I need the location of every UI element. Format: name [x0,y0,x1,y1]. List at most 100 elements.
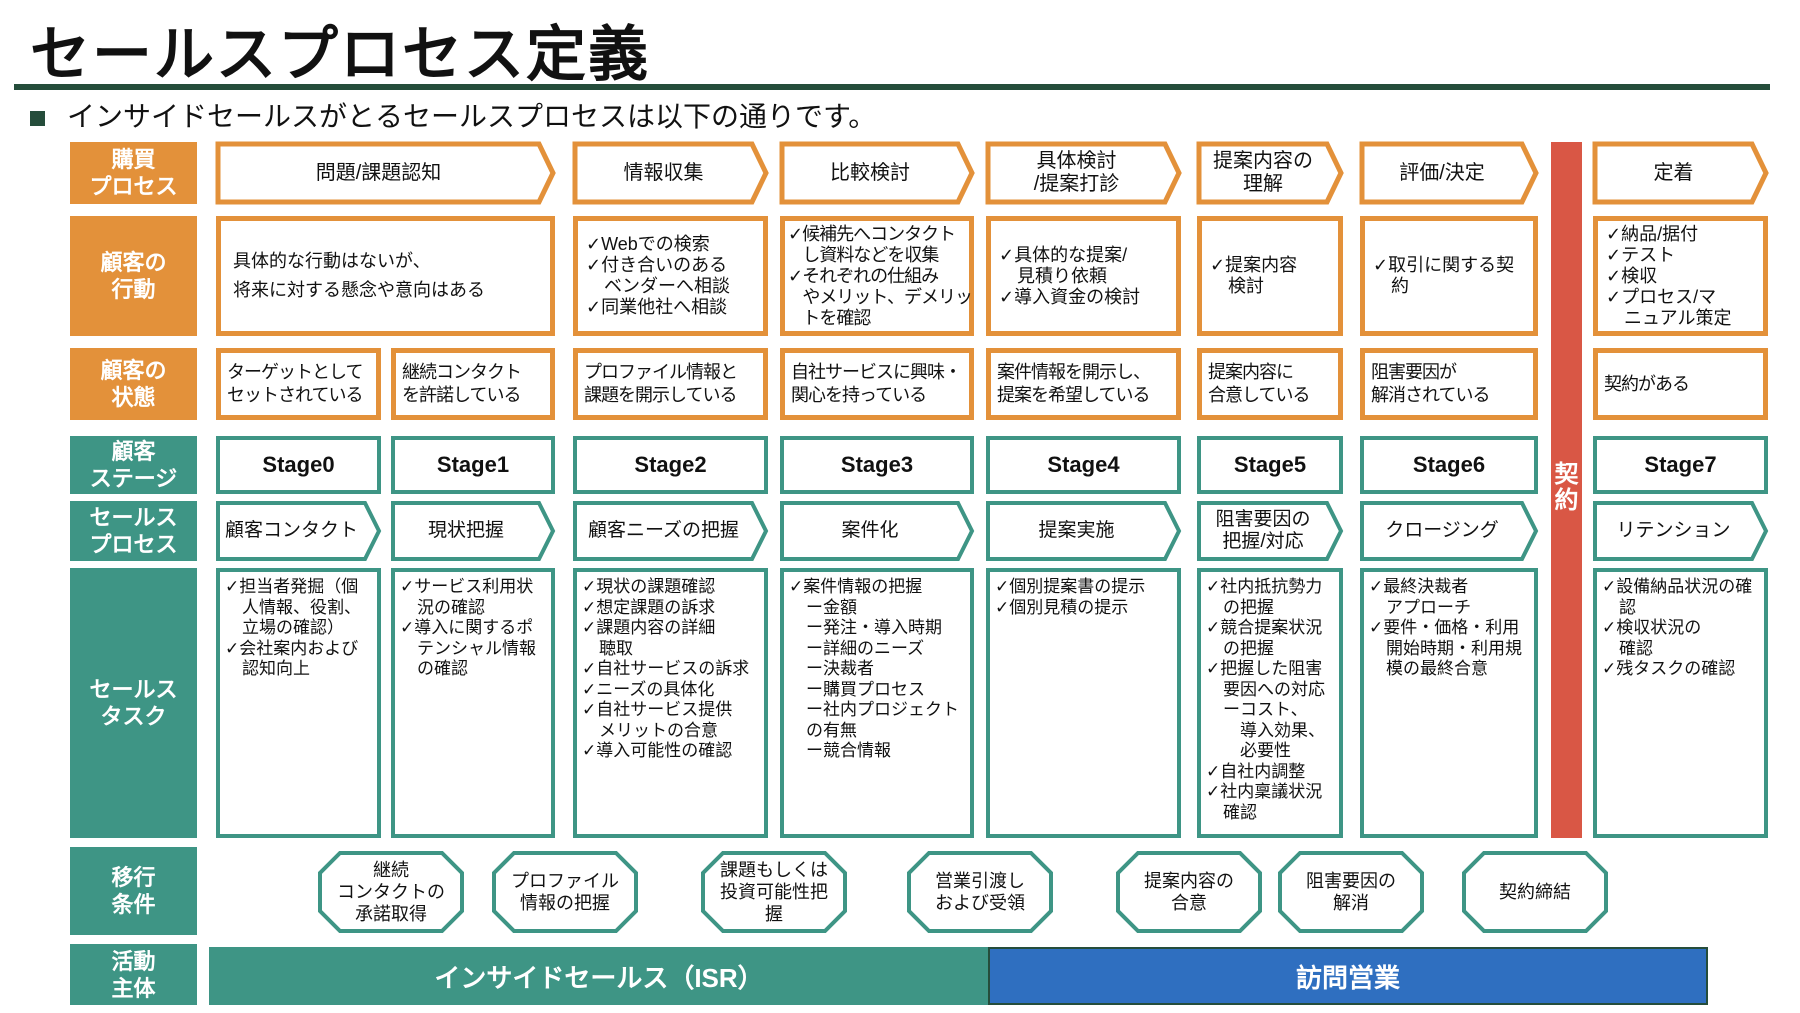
octagon-badge-icon [907,851,1053,933]
transition-condition-text: 提案内容の 合意 [1144,871,1234,913]
customer-action-item: ✓テスト [1606,244,1676,265]
stage-label: Stage0 [262,452,335,477]
transition-condition-0: 継続 コンタクトの 承諾取得 [318,851,464,933]
sales-task-item: ー社内プロジェクト の有無 [806,700,959,740]
chevron-arrow-icon [780,501,975,561]
stage-1: Stage1 [391,436,555,494]
customer-state-text: 継続コンタクト を許諾している [402,362,522,405]
sales-process-5: 阻害要因の 把握/対応 [1197,501,1344,561]
customer-state-text: 案件情報を開示し、 提案を希望している [997,362,1151,405]
sales-task-item: ✓自社内調整 [1206,761,1306,781]
chevron-arrow-icon [986,501,1182,561]
sales-process-3: 案件化 [780,501,975,561]
row-label-7: 活動 主体 [70,944,197,1005]
sales-process-label: 顧客コンタクト [224,520,358,541]
stage-label: Stage6 [1412,452,1486,477]
transition-condition-3: 営業引渡し および受領 [907,851,1053,933]
transition-condition-5: 阻害要因の 解消 [1278,851,1424,933]
sales-task-item: ー金額 [806,597,857,617]
sales-task-item: ✓社内稟議状況 確認 [1206,782,1323,822]
customer-action-item: ✓提案内容 検討 [1210,255,1298,296]
customer-action-item: ✓それぞれの仕組み やメリット、デメリッ トを確認 [788,265,973,328]
sales-task-item: ✓自社サービス提供 メリットの合意 [582,700,733,740]
sales-task-item: ✓導入に関するポ テンシャル情報 の確認 [400,618,536,678]
octagon-badge-icon [318,851,464,933]
sales-process-0: 顧客コンタクト [216,501,382,561]
sales-task-item: ー競合情報 [806,741,891,760]
customer-action-list: 具体的な行動はないが、将来に対する懸念や意向はある [221,243,550,309]
stage-label: Stage4 [1047,452,1120,477]
purchase-step-4: 提案内容の 理解 [1196,141,1344,205]
purchase-step-label: 比較検討 [830,161,910,184]
purchase-step-2: 比較検討 [779,141,975,205]
customer-state-text: 契約がある [1604,373,1690,394]
customer-action-0: 具体的な行動はないが、将来に対する懸念や意向はある [216,216,555,336]
chevron-arrow-icon [1359,141,1539,205]
sales-task-item: ✓ニーズの具体化 [582,679,715,699]
sales-task-list: ✓社内抵抗勢力 の把握✓競合提案状況 の把握✓把握した阻害 要因への対応 ーコス… [1206,577,1334,823]
transition-condition-6: 契約締結 [1462,851,1608,933]
sales-task-list: ✓担当者発掘（個 人情報、役割、 立場の確認）✓会社案内および 認知向上 [225,577,372,680]
chevron-arrow-icon [1592,141,1769,205]
sales-task-item: ✓要件・価格・利用 開始時期・利用規 模の最終合意 [1369,618,1522,678]
stage-0: Stage0 [216,436,381,494]
sales-task-item: ✓現状の課題確認 [582,577,716,596]
octagon-badge-icon [1278,851,1424,933]
sales-task-item: ー発注・導入時期 [806,618,942,637]
purchase-step-3: 具体検討 /提案打診 [985,141,1182,205]
customer-state-text: 自社サービスに興味・ 関心を持っている [791,362,962,405]
row-label-4: セールス プロセス [70,501,197,561]
purchase-step-label: 提案内容の 理解 [1213,150,1313,195]
chevron-arrow-icon [216,501,382,561]
octagon-badge-icon [492,851,638,933]
chevron-arrow-icon [573,501,769,561]
sales-task-5: ✓社内抵抗勢力 の把握✓競合提案状況 の把握✓把握した阻害 要因への対応 ーコス… [1197,568,1343,838]
customer-action-item: ✓具体的な提案/ 見積り依頼 [999,244,1128,286]
sales-process-label: 阻害要因の 把握/対応 [1215,509,1311,552]
sales-task-1: ✓サービス利用状 況の確認✓導入に関するポ テンシャル情報 の確認 [391,568,555,838]
purchase-step-label: 評価/決定 [1399,161,1485,184]
customer-action-item: ✓同業他社へ相談 [586,297,728,317]
customer-state-text: 阻害要因が 解消されている [1371,362,1490,405]
row-label-5: セールス タスク [70,568,197,838]
customer-action-item: ✓取引に関する契 約 [1373,255,1515,296]
sales-task-4: ✓個別提案書の提示✓個別見積の提示 [986,568,1181,838]
sales-task-item: ✓社内抵抗勢力 の把握 [1206,577,1323,617]
sales-process-label: 顧客ニーズの把握 [587,520,740,541]
customer-action-list: ✓納品/据付✓テスト✓検収✓プロセス/マ ニュアル策定 [1598,224,1763,329]
customer-action-item: ✓付き合いのある ベンダーへ相談 [586,255,730,296]
actor-field-sales: 訪問営業 [988,947,1708,1005]
customer-state-5: 提案内容に 合意している [1197,348,1343,420]
sales-task-item: ✓個別提案書の提示 [995,577,1146,596]
sales-task-item: ✓想定課題の訴求 [582,597,716,617]
chevron-arrow-icon [1197,501,1344,561]
purchase-step-5: 評価/決定 [1359,141,1539,205]
chevron-arrow-icon [572,141,769,205]
customer-action-list: ✓取引に関する契 約 [1365,255,1533,297]
customer-action-item: 将来に対する懸念や意向はある [233,280,485,300]
transition-condition-text: 阻害要因の 解消 [1306,871,1396,913]
sales-task-2: ✓現状の課題確認✓想定課題の訴求✓課題内容の詳細 聴取✓自社サービスの訴求✓ニー… [573,568,768,838]
stage-label: Stage3 [840,452,914,477]
customer-action-item: ✓プロセス/マ ニュアル策定 [1606,286,1732,328]
sales-task-item: ✓会社案内および 認知向上 [225,638,359,679]
sales-task-item: ✓担当者発掘（個 人情報、役割、 立場の確認） [225,577,361,637]
customer-state-2: プロファイル情報と 課題を開示している [573,348,768,420]
customer-action-item: ✓納品/据付 [1606,223,1699,244]
purchase-step-label: 情報収集 [623,161,704,184]
sales-task-item: ✓設備納品状況の確 認 [1602,577,1753,617]
customer-state-1: 継続コンタクト を許諾している [391,348,555,420]
sales-process-2: 顧客ニーズの把握 [573,501,769,561]
row-label-1: 顧客の 行動 [70,216,197,336]
purchase-step-6: 定着 [1592,141,1769,205]
customer-state-0: ターゲットとして セットされている [216,348,381,420]
sales-task-item: ✓サービス利用状 況の確認 [400,577,534,617]
purchase-step-1: 情報収集 [572,141,769,205]
customer-action-list: ✓Webでの検索✓付き合いのある ベンダーへ相談✓同業他社へ相談 [578,234,763,318]
customer-action-list: ✓提案内容 検討 [1202,255,1338,297]
octagon-badge-icon [1116,851,1262,933]
transition-condition-2: 課題もしくは 投資可能性把 握 [701,851,847,933]
sales-task-item: ✓案件情報の把握 [789,577,923,596]
stage-7: Stage7 [1593,436,1768,494]
sales-process-label: 現状把握 [427,520,504,541]
